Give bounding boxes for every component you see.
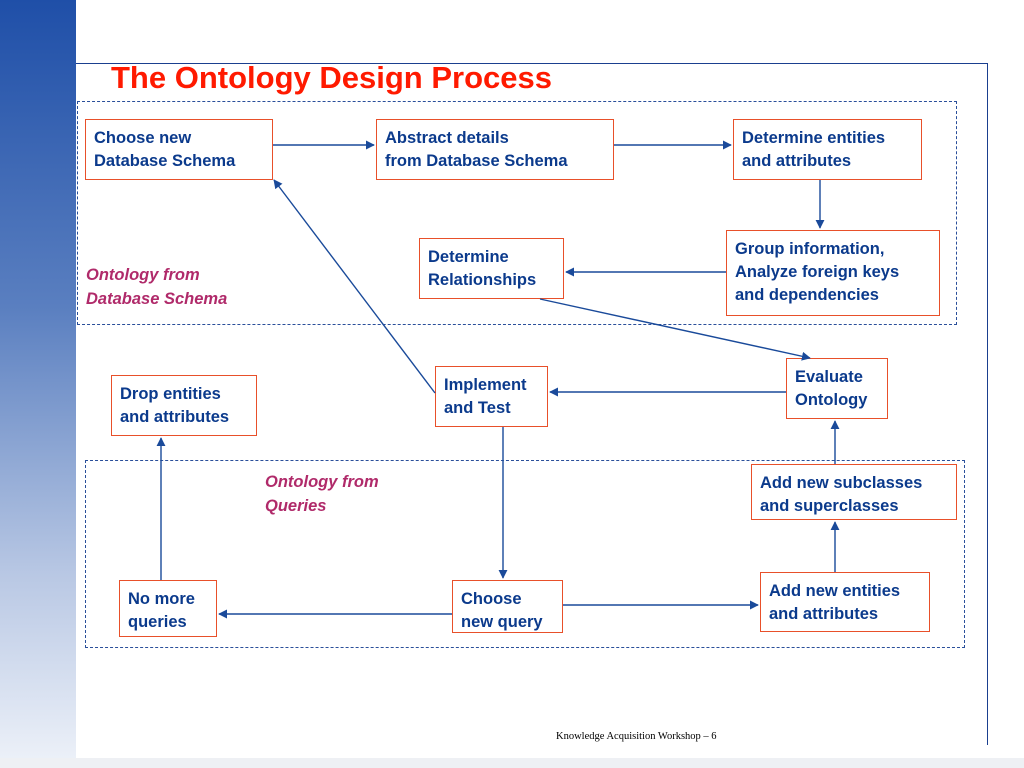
queries-region-label: Ontology from Queries [265,473,379,515]
add-entities-box: Add new entities and attributes [760,572,930,632]
drop-entities-box: Drop entities and attributes [111,375,257,436]
determine-entities-box: Determine entities and attributes [733,119,922,180]
schema-region [77,101,957,325]
choose-query-box: Choose new query [452,580,563,633]
sidebar-gradient [0,0,76,768]
choose-schema-box: Choose new Database Schema [85,119,273,180]
schema-region-label: Ontology from Database Schema [86,266,228,308]
implement-box: Implement and Test [435,366,548,427]
arrow-relationships-to-evaluate [539,298,811,361]
no-more-box: No more queries [119,580,217,637]
queries-region [85,460,965,648]
evaluate-box: Evaluate Ontology [786,358,888,419]
determine-relationships-box: Determine Relationships [419,238,564,299]
bottom-strip [0,758,1024,768]
add-subclasses-box: Add new subclasses and superclasses [751,464,957,520]
frame-right-line [987,63,988,745]
frame-top-line [76,63,988,64]
group-info-box: Group information, Analyze foreign keys … [726,230,940,316]
page-title: The Ontology Design Process [111,60,552,95]
arrow-implement-to-schema [273,179,436,394]
footer-text: Knowledge Acquisition Workshop – 6 [556,731,717,742]
abstract-details-box: Abstract details from Database Schema [376,119,614,180]
